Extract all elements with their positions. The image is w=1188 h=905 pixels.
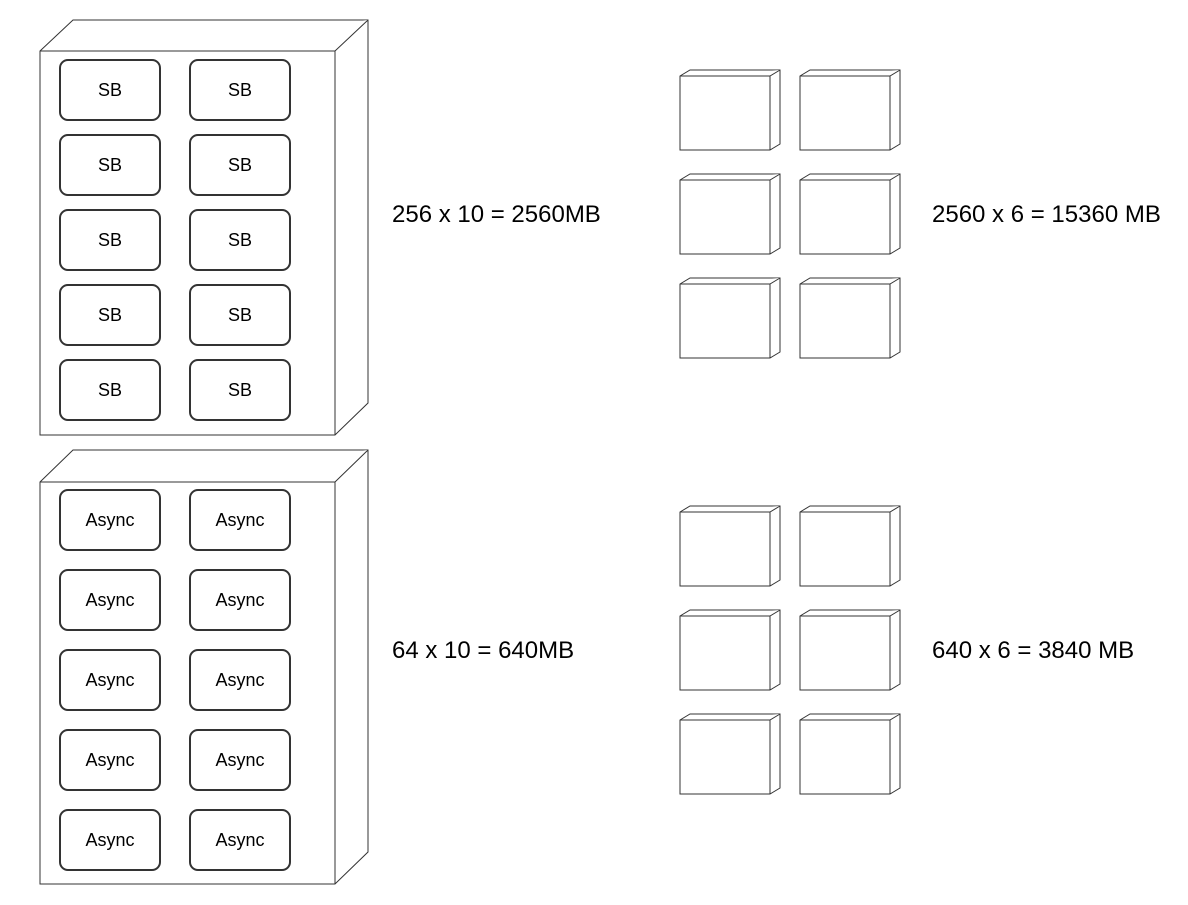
sb-slot-label: SB	[98, 380, 122, 400]
sb-server-calculation: 256 x 10 = 2560MB	[392, 201, 601, 228]
async-slot-label: Async	[215, 750, 264, 770]
sb-slot-label: SB	[98, 80, 122, 100]
async-slot: Async	[189, 569, 291, 631]
async-slot-label: Async	[85, 670, 134, 690]
async-slot-label: Async	[215, 590, 264, 610]
sb-slot-label: SB	[98, 155, 122, 175]
sb-slot: SB	[59, 59, 161, 121]
sb-slot: SB	[189, 284, 291, 346]
sb-node	[679, 173, 781, 255]
async-slot: Async	[59, 569, 161, 631]
sb-node	[799, 173, 901, 255]
async-cluster-calculation: 640 x 6 = 3840 MB	[932, 637, 1134, 664]
sb-slot-label: SB	[98, 305, 122, 325]
sb-slot-label: SB	[228, 230, 252, 250]
sb-slot: SB	[189, 134, 291, 196]
async-slot: Async	[189, 809, 291, 871]
sb-cluster-calculation: 2560 x 6 = 15360 MB	[932, 201, 1161, 228]
sb-slot-label: SB	[228, 155, 252, 175]
async-node	[679, 505, 781, 587]
sb-slot: SB	[189, 359, 291, 421]
async-slot-label: Async	[215, 670, 264, 690]
sb-slot-label: SB	[228, 305, 252, 325]
sb-slot: SB	[189, 59, 291, 121]
sb-node-grid	[679, 69, 901, 359]
async-node	[679, 609, 781, 691]
sb-slot: SB	[59, 284, 161, 346]
sb-node	[679, 277, 781, 359]
sb-slot-label: SB	[98, 230, 122, 250]
async-slot-label: Async	[85, 590, 134, 610]
async-node	[799, 505, 901, 587]
async-slot: Async	[59, 489, 161, 551]
async-slot: Async	[189, 649, 291, 711]
sb-node	[799, 277, 901, 359]
async-slot-label: Async	[85, 830, 134, 850]
async-slot-label: Async	[85, 750, 134, 770]
async-server-calculation: 64 x 10 = 640MB	[392, 637, 574, 664]
async-slot: Async	[189, 729, 291, 791]
sb-server-cube: SB SB SB SB SB SB SB SB SB SB	[39, 19, 369, 436]
sb-slot-label: SB	[228, 80, 252, 100]
sb-node	[679, 69, 781, 151]
sb-node	[799, 69, 901, 151]
sb-slot: SB	[59, 134, 161, 196]
async-node-grid	[679, 505, 901, 795]
async-slot: Async	[189, 489, 291, 551]
async-slot: Async	[59, 809, 161, 871]
async-slot-label: Async	[215, 510, 264, 530]
async-slot: Async	[59, 649, 161, 711]
sb-slot: SB	[59, 359, 161, 421]
sb-slot: SB	[59, 209, 161, 271]
sb-slot-grid: SB SB SB SB SB SB SB SB SB SB	[59, 59, 291, 421]
async-slot-label: Async	[85, 510, 134, 530]
sb-slot: SB	[189, 209, 291, 271]
async-node	[799, 713, 901, 795]
async-node	[679, 713, 781, 795]
async-slot: Async	[59, 729, 161, 791]
async-node	[799, 609, 901, 691]
async-slot-label: Async	[215, 830, 264, 850]
sb-slot-label: SB	[228, 380, 252, 400]
